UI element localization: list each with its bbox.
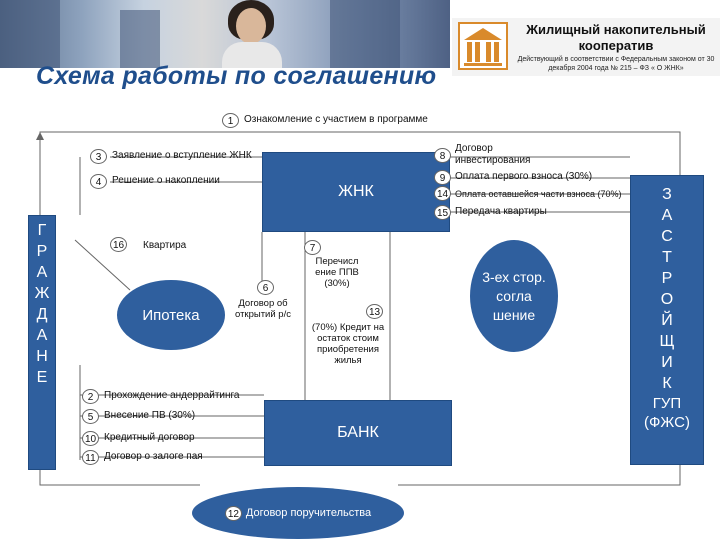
citizens-letter: Ж [34, 285, 50, 302]
step-number: 8 [434, 148, 451, 163]
developer-letter: Щ [659, 333, 675, 350]
step-label: Перечисл ение ППВ (30%) [315, 256, 359, 289]
step-number: 10 [82, 431, 99, 446]
agreement-label: 3-ех стор. согла шение [482, 268, 546, 323]
developer-name: ГУП (ФЖС) [644, 395, 690, 431]
citizens-letter: Д [36, 306, 48, 323]
developer-box: З А С Т Р О Й Щ И К ГУП (ФЖС) [630, 175, 704, 465]
citizens-letter: Н [36, 348, 48, 365]
step-label: Заявление о вступление ЖНК [112, 150, 252, 161]
guarantee-oval: 12 Договор поручительства [192, 487, 404, 539]
step-label: Внесение ПВ (30%) [104, 410, 196, 421]
citizens-letter: Г [37, 222, 47, 239]
developer-letter: З [662, 186, 672, 203]
step-label: Прохождение андеррайтинга [104, 390, 240, 401]
step-label: Договор об открытий р/с [235, 298, 291, 320]
developer-letter: А [661, 207, 673, 224]
developer-letter: О [660, 291, 674, 308]
logo-title: Жилищный накопительный кооператив [526, 22, 706, 53]
step-number: 11 [82, 450, 99, 465]
citizens-box: Г Р А Ж Д А Н Е [28, 215, 56, 470]
step-number: 7 [304, 240, 321, 255]
step-number: 14 [434, 186, 451, 201]
developer-letter: Р [661, 270, 673, 287]
step-number: 6 [257, 280, 274, 295]
agreement-oval: 3-ех стор. согла шение [470, 240, 558, 352]
step-label: (70%) Кредит на остаток стоим приобретен… [311, 322, 385, 366]
step-label: Передача квартиры [455, 206, 547, 217]
step-number: 16 [110, 237, 127, 252]
building-logo-icon [458, 22, 508, 70]
bank-box: БАНК [264, 400, 452, 466]
logo-subtitle: Действующий в соответствии с Федеральным… [517, 56, 715, 72]
developer-letter: Т [662, 249, 672, 266]
step-label: Квартира [143, 240, 187, 251]
step-label: Ознакомление с участием в программе [244, 114, 428, 125]
header-photo [0, 0, 450, 68]
step-label: Кредитный договор [104, 432, 195, 443]
developer-letter: И [661, 354, 673, 371]
step-number: 1 [222, 113, 239, 128]
step-number: 13 [366, 304, 383, 319]
step-number: 3 [90, 149, 107, 164]
step-number: 4 [90, 174, 107, 189]
guarantee-label: Договор поручительства [245, 507, 372, 519]
step-number: 5 [82, 409, 99, 424]
step-number: 9 [434, 170, 451, 185]
zhnk-box: ЖНК [262, 152, 450, 232]
step-label: Оплата первого взноса (30%) [455, 171, 593, 182]
citizens-letter: А [36, 327, 48, 344]
mortgage-oval: Ипотека [117, 280, 225, 350]
slide-title: Схема работы по соглашению [36, 62, 437, 90]
step-number: 15 [434, 205, 451, 220]
bank-label: БАНК [337, 424, 379, 441]
citizens-letter: Е [36, 369, 48, 386]
mortgage-label: Ипотека [142, 306, 200, 324]
developer-letter: К [662, 375, 672, 392]
citizens-letter: Р [36, 243, 48, 260]
step-label: Договор о залоге пая [104, 451, 203, 462]
step-label: Договор инвестирования [455, 143, 531, 166]
developer-letter: Й [661, 312, 673, 329]
citizens-letter: А [36, 264, 48, 281]
step-number: 2 [82, 389, 99, 404]
step-label: Решение о накоплении [112, 175, 220, 186]
step-label: Оплата оставшейся части взноса (70%) [455, 189, 622, 199]
step-number: 12 [224, 505, 242, 521]
developer-letter: С [661, 228, 673, 245]
zhnk-label: ЖНК [338, 183, 374, 200]
